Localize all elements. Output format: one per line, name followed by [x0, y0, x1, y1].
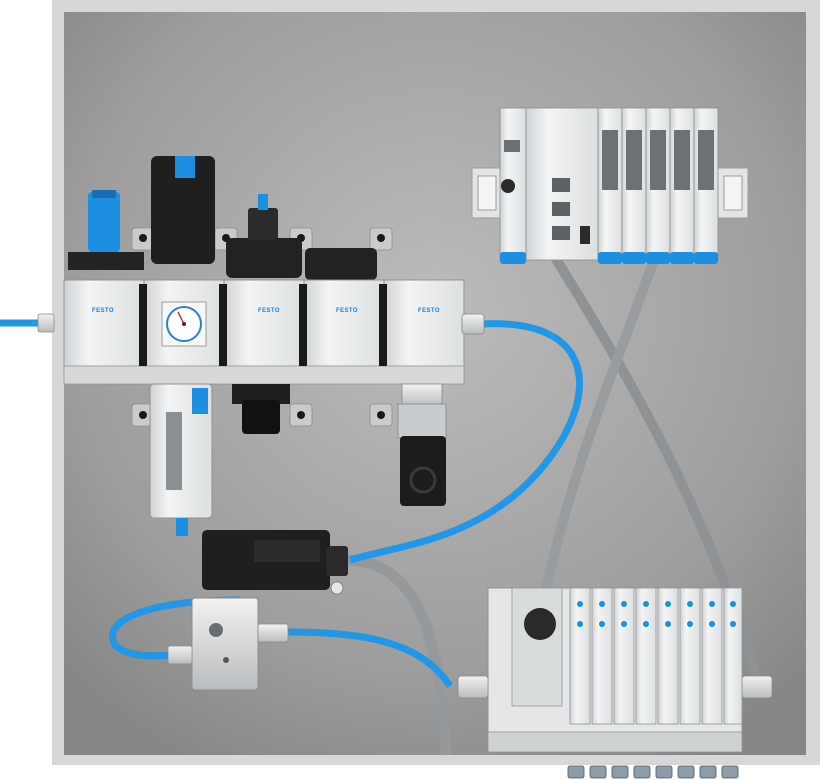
regulator-knob: [88, 190, 120, 252]
controller-unit: [471, 107, 749, 264]
solenoid-valve: [397, 383, 447, 506]
soft-start-valve-top: [226, 194, 302, 278]
blue-tube: [284, 628, 453, 688]
brand-label: FESTO: [92, 308, 114, 314]
valve-terminal: [457, 587, 773, 753]
regulator-knob-large: [151, 156, 215, 264]
filter-bowl: [149, 383, 213, 536]
inlet-fitting: [37, 313, 55, 333]
brand-label: FESTO: [258, 308, 280, 314]
brand-label: FESTO: [336, 308, 358, 314]
push-in-fittings: [567, 765, 739, 779]
grey-cable: [344, 554, 452, 756]
pressure-gauge: [161, 301, 207, 347]
brand-label: FESTO: [418, 308, 440, 314]
distribution-block: [167, 530, 348, 691]
blue-tube: [348, 320, 583, 564]
service-unit-row: FESTO FESTO FESTO FESTO: [63, 156, 485, 536]
pressure-regulator-bottom: [232, 384, 290, 434]
blue-tube: [108, 596, 241, 660]
